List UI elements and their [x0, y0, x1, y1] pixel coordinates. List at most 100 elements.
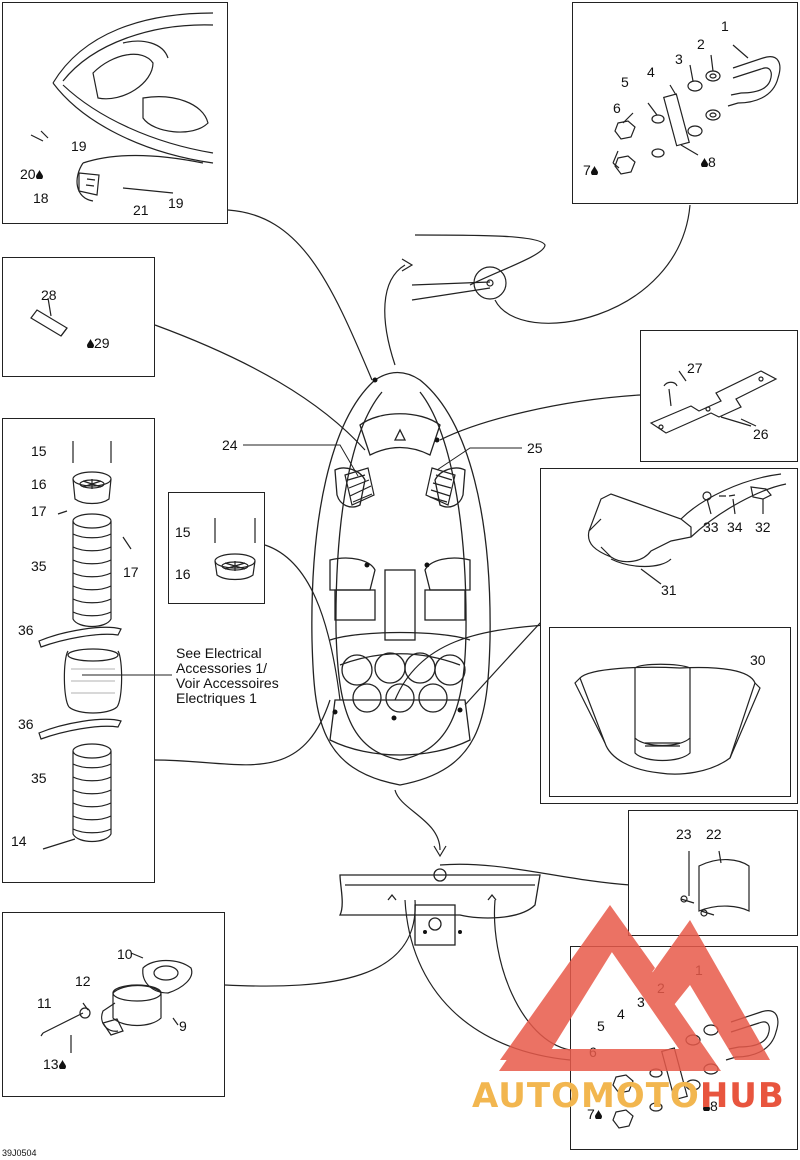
callout-2: 2 — [697, 36, 705, 52]
callout-10: 10 — [117, 946, 133, 962]
callout-30: 30 — [750, 652, 766, 668]
callout-33: 33 — [703, 519, 719, 535]
detail-box-28-29: 28 29 — [2, 257, 155, 377]
tube-illustration — [30, 297, 68, 337]
callout-15-center: 15 — [175, 524, 191, 540]
watermark-right: HUB — [699, 1076, 785, 1116]
lubricant-drop-icon — [87, 339, 94, 348]
cover-30-illustration — [574, 663, 761, 775]
detail-box-handle-hardware: 1 2 3 4 5 6 7 8 — [572, 2, 798, 204]
lubricant-drop-icon — [594, 1110, 602, 1119]
detail-box-speaker-single: 15 16 — [168, 492, 265, 604]
lubricant-drop-icon — [58, 1060, 66, 1069]
callout-4: 4 — [647, 64, 655, 80]
callout-9: 9 — [179, 1018, 187, 1034]
leader-bottom-right2 — [404, 899, 571, 1061]
leader-top-left — [227, 209, 373, 381]
hull-rear-view — [338, 868, 541, 946]
callout-16-center: 16 — [175, 566, 191, 582]
callout-35-upper: 35 — [31, 558, 47, 574]
leader-top-right — [494, 204, 691, 324]
callout-29: 29 — [87, 336, 110, 350]
nose-illustration — [30, 12, 214, 202]
leader-22 — [439, 863, 631, 886]
leader-30 — [394, 624, 546, 701]
speaker-single-illustration — [214, 518, 256, 581]
callout-4-rear: 4 — [617, 1006, 625, 1022]
callout-36-lower: 36 — [18, 716, 34, 732]
callout-8-rear: 8 — [703, 1099, 718, 1113]
callout-27: 27 — [687, 360, 703, 376]
callout-15-left: 15 — [31, 443, 47, 459]
callout-3-rear: 3 — [637, 994, 645, 1010]
bracket-illustration — [649, 370, 778, 434]
watermark-left: AUTOMOTO — [472, 1076, 700, 1116]
detail-box-speaker-stack: 15 16 17 17 35 36 36 35 14 — [2, 418, 155, 883]
callout-2-rear: 2 — [657, 980, 665, 996]
callout-19-lower: 19 — [168, 195, 184, 211]
callout-6-rear: 6 — [589, 1044, 597, 1060]
lubricant-drop-icon — [35, 170, 43, 179]
lubricant-drop-icon — [590, 166, 598, 175]
callout-31: 31 — [661, 582, 677, 598]
detail-box-handle-hardware-rear: 1 2 3 4 5 6 7 8 — [570, 946, 798, 1150]
callout-6: 6 — [613, 100, 621, 116]
callout-22: 22 — [706, 826, 722, 842]
leader-bottom-left — [224, 899, 416, 987]
callout-11: 11 — [37, 995, 52, 1011]
callout-5: 5 — [621, 74, 629, 90]
callout-24: 24 — [222, 437, 238, 453]
callout-16-left: 16 — [31, 476, 47, 492]
leader-bottom-right — [493, 899, 571, 1051]
callout-8: 8 — [701, 155, 716, 169]
detail-box-drain-plug: 10 12 11 9 13 — [2, 912, 225, 1097]
arrow-down — [394, 789, 441, 851]
lubricant-drop-icon — [701, 158, 708, 167]
callout-19-upper: 19 — [71, 138, 87, 154]
leader-28 — [154, 324, 366, 451]
callout-35-lower: 35 — [31, 770, 47, 786]
detail-box-30-34: 33 34 32 31 30 — [540, 468, 798, 804]
detail-box-26-27: 27 26 — [640, 330, 798, 462]
callout-14: 14 — [11, 833, 27, 849]
callout-32: 32 — [755, 519, 771, 535]
callout-3: 3 — [675, 51, 683, 67]
callout-7: 7 — [583, 163, 598, 177]
callout-7-rear: 7 — [587, 1107, 602, 1121]
cover-illustration — [587, 473, 787, 585]
arrow-top — [384, 264, 406, 366]
electrical-accessories-note: See Electrical Accessories 1/ Voir Acces… — [176, 645, 279, 706]
speaker-stack-illustration — [38, 441, 132, 850]
hull-top-view — [311, 371, 491, 786]
lubricant-drop-icon — [703, 1102, 710, 1111]
callout-1-rear: 1 — [695, 962, 703, 978]
watermark-text: AUTOMOTOHUB — [472, 1076, 785, 1116]
detail-box-22-23: 23 22 — [628, 810, 798, 936]
callout-34: 34 — [727, 519, 743, 535]
callout-17-left: 17 — [31, 503, 47, 519]
handle-hardware-rear-illustration — [612, 1010, 779, 1129]
callout-20: 20 — [20, 167, 43, 181]
callout-1: 1 — [721, 18, 729, 34]
leader-26 — [439, 394, 641, 441]
callout-12: 12 — [75, 973, 91, 989]
callout-23: 23 — [676, 826, 692, 842]
callout-26: 26 — [753, 426, 769, 442]
callout-25: 25 — [527, 440, 543, 456]
leader-left-mid — [154, 699, 331, 766]
detail-box-30: 30 — [549, 627, 791, 797]
callout-21: 21 — [133, 202, 149, 218]
callout-5-rear: 5 — [597, 1018, 605, 1034]
drain-plug-illustration — [40, 952, 193, 1053]
callout-17-right: 17 — [123, 564, 139, 580]
figure-reference: 39J0504 — [2, 1148, 37, 1158]
hatched-panels — [344, 467, 456, 506]
handle-hardware-illustration — [612, 44, 781, 175]
detail-box-nose: 19 20 18 21 19 — [2, 2, 228, 224]
callout-28: 28 — [41, 287, 57, 303]
callout-36-upper: 36 — [18, 622, 34, 638]
callout-13: 13 — [43, 1057, 66, 1071]
leader-center-box — [264, 544, 341, 701]
callout-18: 18 — [33, 190, 49, 206]
